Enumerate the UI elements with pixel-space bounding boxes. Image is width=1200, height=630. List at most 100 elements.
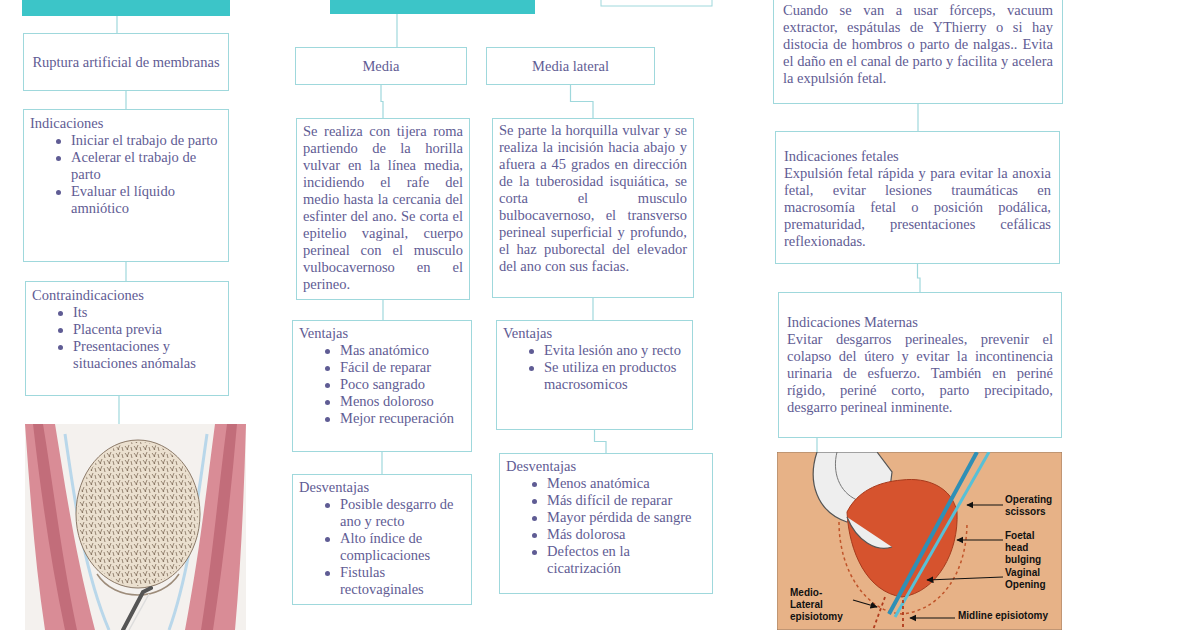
- bullet-text: Más difícil de reparar: [547, 492, 672, 508]
- bullet-item: Mas anatómico: [299, 342, 465, 359]
- concept-box: VentajasEvita lesión ano y rectoSe utili…: [496, 320, 693, 430]
- bullet-item: Menos anatómica: [506, 475, 706, 492]
- bullet-text: Posible desgarro de ano y recto: [340, 496, 454, 529]
- concept-box: Media lateral: [486, 47, 655, 85]
- bullet-item: Mayor pérdida de sangre: [506, 509, 706, 526]
- bullet-dot: [56, 156, 61, 161]
- bullet-dot: [325, 366, 330, 371]
- bullet-dot: [325, 383, 330, 388]
- bullet-dot: [529, 366, 534, 371]
- connector-line: [381, 85, 383, 118]
- bullet-item: Se utiliza en productos macrosomicos: [503, 359, 686, 393]
- box-text: Se realiza con tijera roma partiendo de …: [303, 123, 463, 293]
- connector-line: [125, 262, 126, 281]
- bullet-item: Its: [32, 304, 222, 321]
- bullet-text: Mejor recuperación: [340, 410, 454, 426]
- concept-box: DesventajasPosible desgarro de ano y rec…: [292, 474, 472, 605]
- bullet-dot: [58, 345, 63, 350]
- bullet-item: Evita lesión ano y recto: [503, 342, 686, 359]
- concept-box: Se realiza con tijera roma partiendo de …: [296, 118, 470, 300]
- bullet-text: Se utiliza en productos macrosomicos: [544, 359, 676, 392]
- bullet-text: Mayor pérdida de sangre: [547, 509, 692, 525]
- bullet-item: Placenta previa: [32, 321, 222, 338]
- connector-line: [595, 430, 607, 453]
- bullet-item: Fistulas rectovaginales: [299, 564, 465, 598]
- bullet-text: Presentaciones y situaciones anómalas: [73, 338, 196, 371]
- bullet-text: Poco sangrado: [340, 376, 425, 392]
- bullet-text: Iniciar el trabajo de parto: [71, 132, 218, 148]
- box-text: Se parte la horquilla vulvar y se realiz…: [499, 122, 687, 275]
- box-heading: Indicaciones: [30, 115, 222, 132]
- bullet-item: Más difícil de reparar: [506, 492, 706, 509]
- box-heading: Indicaciones Maternas: [787, 314, 1053, 331]
- bullet-item: Posible desgarro de ano y recto: [299, 496, 465, 530]
- figure-label: Operating scissors: [1005, 494, 1061, 518]
- box-text: Media lateral: [493, 58, 648, 75]
- concept-box: IndicacionesIniciar el trabajo de partoA…: [23, 109, 229, 262]
- box-text: Expulsión fetal rápida y para evitar la …: [784, 165, 1051, 250]
- concept-box: Indicaciones fetalesExpulsión fetal rápi…: [775, 131, 1060, 264]
- birth-canal-illustration: [25, 424, 246, 630]
- bullet-item: Iniciar el trabajo de parto: [30, 132, 222, 149]
- bullet-dot: [325, 537, 330, 542]
- bullet-item: Fácil de reparar: [299, 359, 465, 376]
- box-text: Media: [302, 58, 460, 75]
- bullet-item: Defectos en la cicatrización: [506, 543, 706, 577]
- bullet-dot: [56, 139, 61, 144]
- bullet-text: Defectos en la cicatrización: [547, 543, 630, 576]
- bullet-item: Presentaciones y situaciones anómalas: [32, 338, 222, 372]
- bullet-text: Menos doloroso: [340, 393, 434, 409]
- figure-label: Foetal head bulging: [1005, 530, 1057, 566]
- bullet-item: Menos doloroso: [299, 393, 465, 410]
- bullet-item: Evaluar el líquido amniótico: [30, 183, 222, 217]
- bullet-dot: [325, 400, 330, 405]
- bullet-dot: [532, 482, 537, 487]
- header-bar: [22, 0, 230, 16]
- bullet-dot: [532, 533, 537, 538]
- bullet-text: Its: [73, 304, 88, 320]
- plain-line: [116, 16, 117, 33]
- bullet-dot: [325, 349, 330, 354]
- figure-label: Midline episiotomy: [958, 610, 1058, 622]
- bullet-dot: [56, 190, 61, 195]
- bullet-dot: [532, 550, 537, 555]
- bullet-text: Más dolorosa: [547, 526, 626, 542]
- bullet-text: Menos anatómica: [547, 475, 650, 491]
- plain-line: [396, 14, 397, 47]
- concept-box: VentajasMas anatómicoFácil de repararPoc…: [292, 320, 472, 452]
- connector-line: [592, 298, 593, 320]
- connector-line: [918, 264, 921, 292]
- plain-line: [118, 396, 119, 424]
- concept-box: Media: [295, 47, 467, 85]
- connector-line: [382, 300, 383, 320]
- bullet-dot: [532, 516, 537, 521]
- figure-label: Vaginal Opening: [1005, 567, 1057, 591]
- bullet-text: Placenta previa: [73, 321, 162, 337]
- concept-box: Cuando se van a usar fórceps, vacuum ext…: [773, 0, 1063, 104]
- bullet-text: Alto índice de complicaciones: [340, 530, 430, 563]
- figure-label: Medio-Lateral episiotomy: [790, 587, 852, 623]
- connector-line: [381, 452, 382, 474]
- box-text: Ruptura artificial de membranas: [32, 54, 220, 71]
- bullet-text: Mas anatómico: [340, 342, 429, 358]
- bullet-dot: [325, 503, 330, 508]
- bullet-item: Más dolorosa: [506, 526, 706, 543]
- header-bar: [330, 0, 535, 14]
- box-text: Cuando se van a usar fórceps, vacuum ext…: [783, 2, 1053, 87]
- concept-box: DesventajasMenos anatómicaMás difícil de…: [499, 453, 713, 594]
- box-heading: Indicaciones fetales: [784, 148, 1051, 165]
- bullet-text: Evaluar el líquido amniótico: [71, 183, 175, 216]
- concept-box: Indicaciones MaternasEvitar desgarros pe…: [778, 292, 1062, 438]
- bullet-item: Poco sangrado: [299, 376, 465, 393]
- bullet-dot: [58, 311, 63, 316]
- plain-line: [816, 438, 817, 452]
- box-heading: Desventajas: [506, 458, 706, 475]
- box-heading: Ventajas: [503, 325, 686, 342]
- bullet-text: Fistulas rectovaginales: [340, 564, 424, 597]
- bullet-dot: [532, 499, 537, 504]
- box-text: Evitar desgarros perineales, prevenir el…: [787, 331, 1053, 416]
- bullet-dot: [325, 571, 330, 576]
- bullet-text: Fácil de reparar: [340, 359, 431, 375]
- bullet-text: Acelerar el trabajo de parto: [71, 149, 196, 182]
- bullet-item: Acelerar el trabajo de parto: [30, 149, 222, 183]
